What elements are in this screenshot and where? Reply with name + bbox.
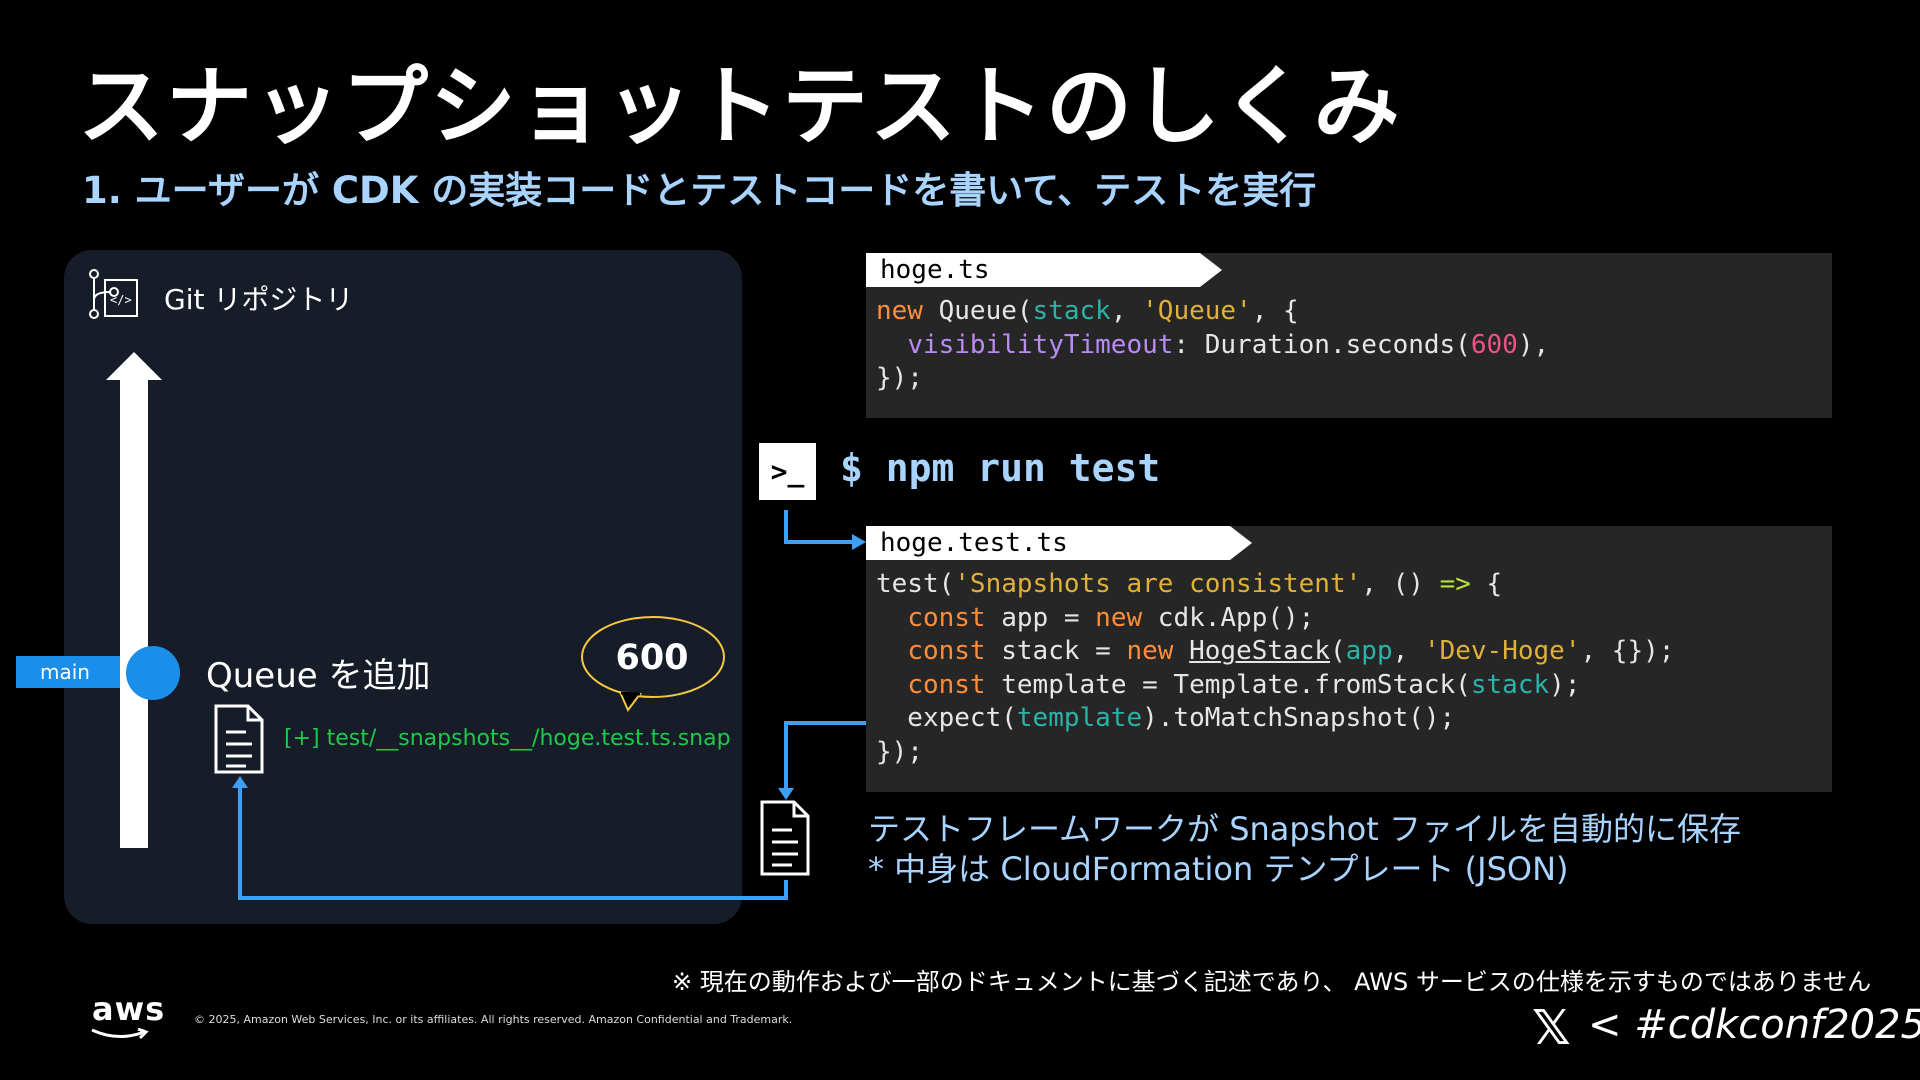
x-logo-icon: 𝕏 bbox=[1532, 1000, 1571, 1056]
slide-title: スナップショットテストのしくみ bbox=[78, 57, 1402, 157]
aws-smile-icon bbox=[91, 1028, 149, 1040]
branch-arrowhead bbox=[106, 352, 162, 380]
svg-text:</>: </> bbox=[110, 293, 132, 307]
npm-command: $ npm run test bbox=[840, 446, 1161, 490]
code-hoge-ts: new Queue(stack, 'Queue', { visibilityTi… bbox=[876, 296, 1550, 393]
disclaimer-text: ※ 現在の動作および一部のドキュメントに基づく記述であり、 AWS サービスの仕… bbox=[672, 968, 1872, 996]
code-panel-hoge-test-ts: hoge.test.ts test('Snapshots are consist… bbox=[866, 526, 1832, 792]
git-repository-panel bbox=[64, 250, 742, 924]
terminal-icon: >_ bbox=[759, 443, 816, 500]
git-repository-icon: </> bbox=[89, 269, 138, 319]
snapshot-document-icon bbox=[214, 704, 264, 774]
slide-subtitle: 1. ユーザーが CDK の実装コードとテストコードを書いて、テストを実行 bbox=[82, 169, 1317, 212]
description-line-1: テストフレームワークが Snapshot ファイルを自動的に保存 bbox=[868, 810, 1741, 848]
snapshot-file-path: [+] test/__snapshots__/hoge.test.ts.snap bbox=[284, 726, 731, 751]
aws-logo-text: aws bbox=[92, 990, 166, 1028]
bubble-value: 600 bbox=[615, 638, 689, 678]
file-tab-hoge-ts: hoge.ts bbox=[866, 253, 1222, 287]
copyright-text: © 2025, Amazon Web Services, Inc. or its… bbox=[194, 1013, 793, 1026]
generated-document-icon bbox=[760, 800, 810, 876]
file-tab-hoge-test-ts: hoge.test.ts bbox=[866, 526, 1252, 560]
code-hoge-test-ts: test('Snapshots are consistent', () => {… bbox=[876, 569, 1675, 767]
description-line-2: * 中身は CloudFormation テンプレート (JSON) bbox=[868, 850, 1569, 888]
main-branch-line bbox=[120, 378, 148, 848]
main-branch-tag: main bbox=[16, 656, 120, 688]
aws-logo: aws bbox=[91, 990, 166, 1040]
hashtag-text: < #cdkconf2025 bbox=[1588, 1002, 1920, 1048]
commit-node bbox=[126, 646, 180, 700]
git-repository-label: Git リポジトリ bbox=[164, 283, 354, 316]
value-speech-bubble bbox=[581, 616, 725, 712]
connector-arrows bbox=[238, 510, 888, 900]
commit-message: Queue を追加 bbox=[206, 656, 431, 696]
code-panel-hoge-ts: hoge.ts new Queue(stack, 'Queue', { visi… bbox=[866, 253, 1832, 418]
